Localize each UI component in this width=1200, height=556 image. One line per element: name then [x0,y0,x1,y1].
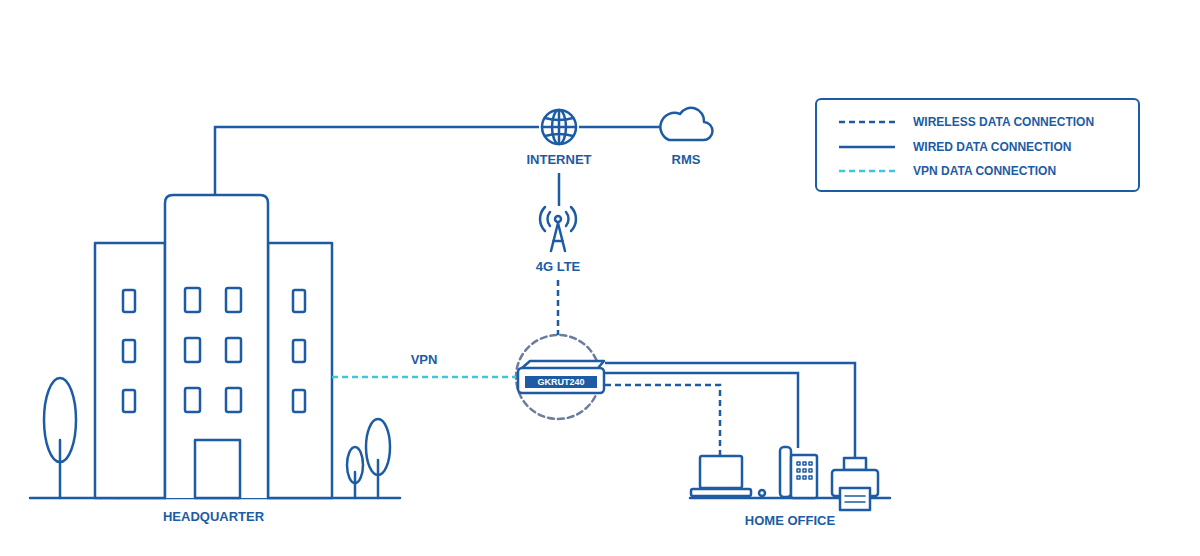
legend-sample [837,114,897,130]
window [123,390,135,412]
router-body [518,368,604,393]
edge-label: VPN [411,353,438,367]
laptop-base [691,489,751,496]
node-label: HEADQUARTER [163,510,264,524]
window [293,290,305,312]
legend-sample [837,163,897,179]
legend-text: WIRELESS DATA CONNECTION [913,115,1094,129]
window [226,338,241,362]
node-label: INTERNET [527,153,592,167]
legend-row: WIRED DATA CONNECTION [817,139,1138,155]
printer-paper-out [840,488,870,510]
node-label: 4G LTE [536,260,581,274]
home-office-group: HOME OFFICE [690,440,890,500]
phone-handset [780,447,791,497]
laptop-screen [700,456,742,488]
wireless-connection [557,280,560,335]
window [226,388,241,412]
window [185,338,200,362]
signal-wave [571,207,576,231]
router-device: GKRUT240 [516,335,600,419]
legend-row: WIRELESS DATA CONNECTION [817,114,1138,130]
tower-antenna [555,216,561,222]
legend-text: WIRED DATA CONNECTION [913,140,1071,154]
paper-line [845,501,865,503]
node-label: RMS [672,153,701,167]
wired-connection [558,173,561,206]
building-wing [268,243,332,498]
building-wing [95,243,165,498]
internet-globe: INTERNET [539,107,579,147]
node-label: HOME OFFICE [745,514,835,528]
legend-line [839,145,895,148]
node-label: GKRUT240 [525,376,597,388]
tree-trunk [377,460,380,498]
router-label-plate [525,376,597,388]
phone-base [791,455,817,498]
globe-equator [542,126,576,129]
mouse [759,490,765,496]
wired-connection [605,363,855,458]
door [195,440,240,498]
legend-line [839,170,895,173]
wired-connection [605,373,798,448]
cloud-icon [660,108,712,140]
globe-latitude [545,134,573,136]
tower-mast [551,223,565,251]
window [293,390,305,412]
legend-line [839,121,895,124]
window [293,340,305,362]
tree-trunk [59,440,62,498]
window [185,288,200,312]
tower-brace [554,240,563,243]
wireless-connection [605,385,720,455]
window [185,388,200,412]
globe-icon [542,110,576,144]
rms-cloud: RMS [660,108,712,142]
signal-wave [540,207,545,231]
router-halo [516,335,600,419]
paper-line [845,495,865,497]
legend-sample [837,139,897,155]
phone-keypad [797,462,812,479]
signal-wave [566,212,569,226]
vpn-connection [332,376,516,379]
tree-trunk [354,472,357,498]
headquarter-building: HEADQUARTER [95,195,332,498]
building-tower [165,195,268,498]
window [226,288,241,312]
window [123,340,135,362]
wired-connection [579,126,660,129]
signal-wave [547,212,550,226]
legend-text: VPN DATA CONNECTION [913,164,1056,178]
wired-connection [215,127,539,195]
printer-paper-in [844,458,866,470]
globe-latitude [545,118,573,120]
lte-tower: 4G LTE [540,206,576,252]
legend-box: WIRELESS DATA CONNECTION WIRED DATA CONNE… [815,98,1140,192]
legend-row: VPN DATA CONNECTION [817,163,1138,179]
window [123,290,135,312]
